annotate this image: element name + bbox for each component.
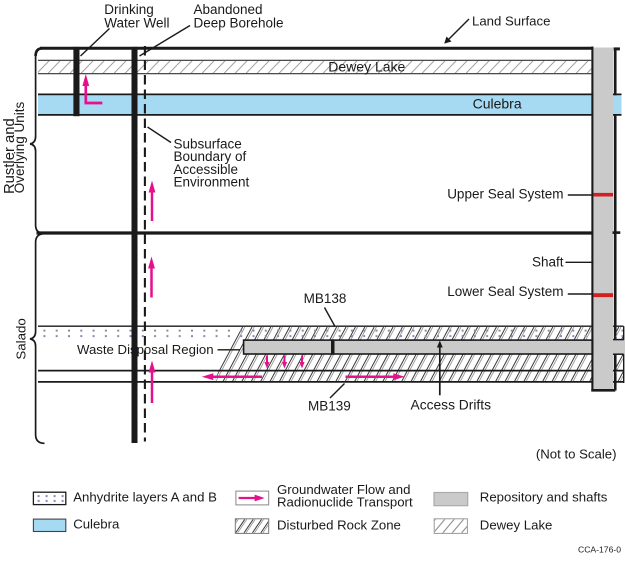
svg-text:CCA-176-0: CCA-176-0 [578,545,621,555]
svg-text:Radionuclide Transport: Radionuclide Transport [277,494,413,509]
svg-text:MB139: MB139 [308,398,351,413]
svg-text:Drinking: Drinking [104,2,154,17]
svg-text:Waste Disposal Region: Waste Disposal Region [77,342,214,357]
svg-text:(Not to Scale): (Not to Scale) [536,446,617,461]
svg-text:Accessible: Accessible [174,162,239,177]
svg-text:Culebra: Culebra [473,96,522,112]
svg-text:Anhydrite layers A and B: Anhydrite layers A and B [73,490,217,505]
svg-text:Abandoned: Abandoned [194,2,263,17]
svg-text:Deep Borehole: Deep Borehole [194,15,284,30]
svg-text:Dewey Lake: Dewey Lake [328,59,405,75]
svg-text:Rustler and: Rustler and [2,118,18,194]
svg-text:Subsurface: Subsurface [174,136,242,151]
svg-text:Salado: Salado [14,318,29,359]
svg-text:Groundwater Flow and: Groundwater Flow and [277,482,410,497]
svg-text:Shaft: Shaft [532,255,564,270]
svg-text:Repository and shafts: Repository and shafts [480,490,608,505]
svg-text:Environment: Environment [174,175,250,190]
svg-text:Lower Seal System: Lower Seal System [447,284,563,299]
svg-text:Boundary of: Boundary of [174,149,247,164]
svg-text:Dewey Lake: Dewey Lake [480,517,553,532]
svg-text:Overlying Units: Overlying Units [12,102,27,194]
svg-text:Disturbed Rock Zone: Disturbed Rock Zone [277,517,401,532]
svg-text:Upper Seal System: Upper Seal System [447,186,563,201]
svg-text:Access Drifts: Access Drifts [411,398,492,413]
svg-text:Culebra: Culebra [73,516,120,531]
svg-text:Water Well: Water Well [104,15,169,30]
svg-text:MB138: MB138 [304,291,347,306]
svg-text:Land Surface: Land Surface [472,13,550,28]
